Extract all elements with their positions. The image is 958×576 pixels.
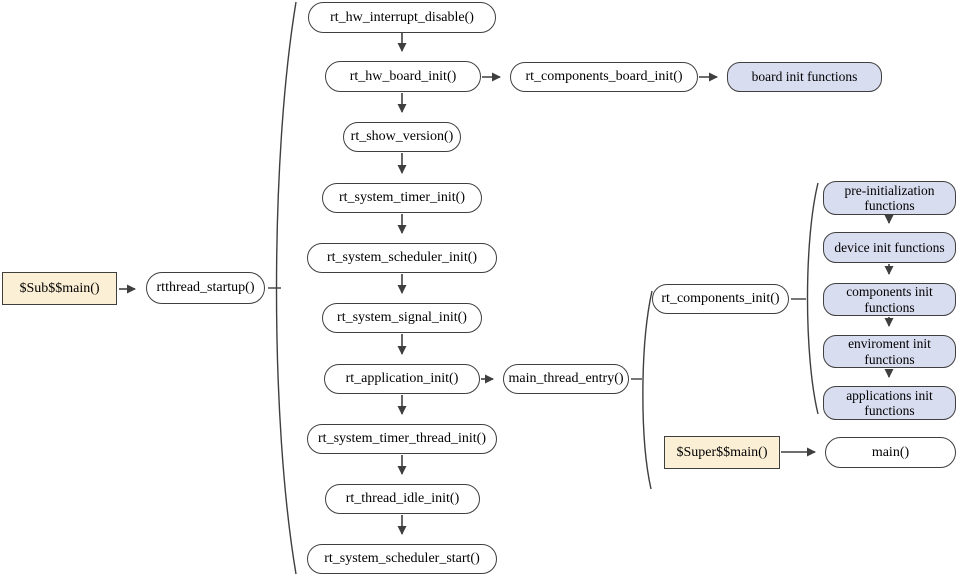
node-rt-system-scheduler-init: rt_system_scheduler_init() bbox=[307, 243, 497, 273]
node-rtthread-startup: rtthread_startup() bbox=[146, 272, 265, 304]
node-rt-application-init: rt_application_init() bbox=[324, 364, 480, 394]
node-components-init-functions: components init functions bbox=[823, 283, 956, 316]
node-rt-system-signal-init: rt_system_signal_init() bbox=[322, 303, 482, 333]
node-applications-init-functions: applications init functions bbox=[823, 386, 956, 420]
node-enviroment-init-functions: enviroment init functions bbox=[823, 335, 956, 368]
node-main-thread-entry: main_thread_entry() bbox=[503, 364, 629, 394]
node-rt-system-timer-init: rt_system_timer_init() bbox=[322, 183, 482, 213]
node-super-main: $Super$$main() bbox=[664, 436, 780, 469]
node-rt-hw-interrupt-disable: rt_hw_interrupt_disable() bbox=[308, 2, 496, 33]
node-rt-show-version: rt_show_version() bbox=[343, 122, 461, 152]
node-sub-main: $Sub$$main() bbox=[2, 272, 117, 305]
node-rt-hw-board-init: rt_hw_board_init() bbox=[325, 61, 481, 92]
main-thread-group-brace bbox=[642, 290, 653, 490]
startup-group-brace bbox=[275, 1, 297, 575]
node-board-init-functions: board init functions bbox=[727, 62, 882, 92]
node-rt-system-timer-thread-init: rt_system_timer_thread_init() bbox=[307, 424, 497, 454]
node-rt-system-scheduler-start: rt_system_scheduler_start() bbox=[307, 544, 497, 574]
node-rt-thread-idle-init: rt_thread_idle_init() bbox=[325, 484, 480, 514]
node-rt-components-board-init: rt_components_board_init() bbox=[510, 62, 698, 92]
node-main: main() bbox=[825, 437, 956, 468]
node-rt-components-init: rt_components_init() bbox=[652, 284, 789, 314]
components-group-brace bbox=[806, 182, 819, 415]
node-pre-initialization-functions: pre-initialization functions bbox=[823, 181, 956, 215]
node-device-init-functions: device init functions bbox=[823, 232, 956, 263]
